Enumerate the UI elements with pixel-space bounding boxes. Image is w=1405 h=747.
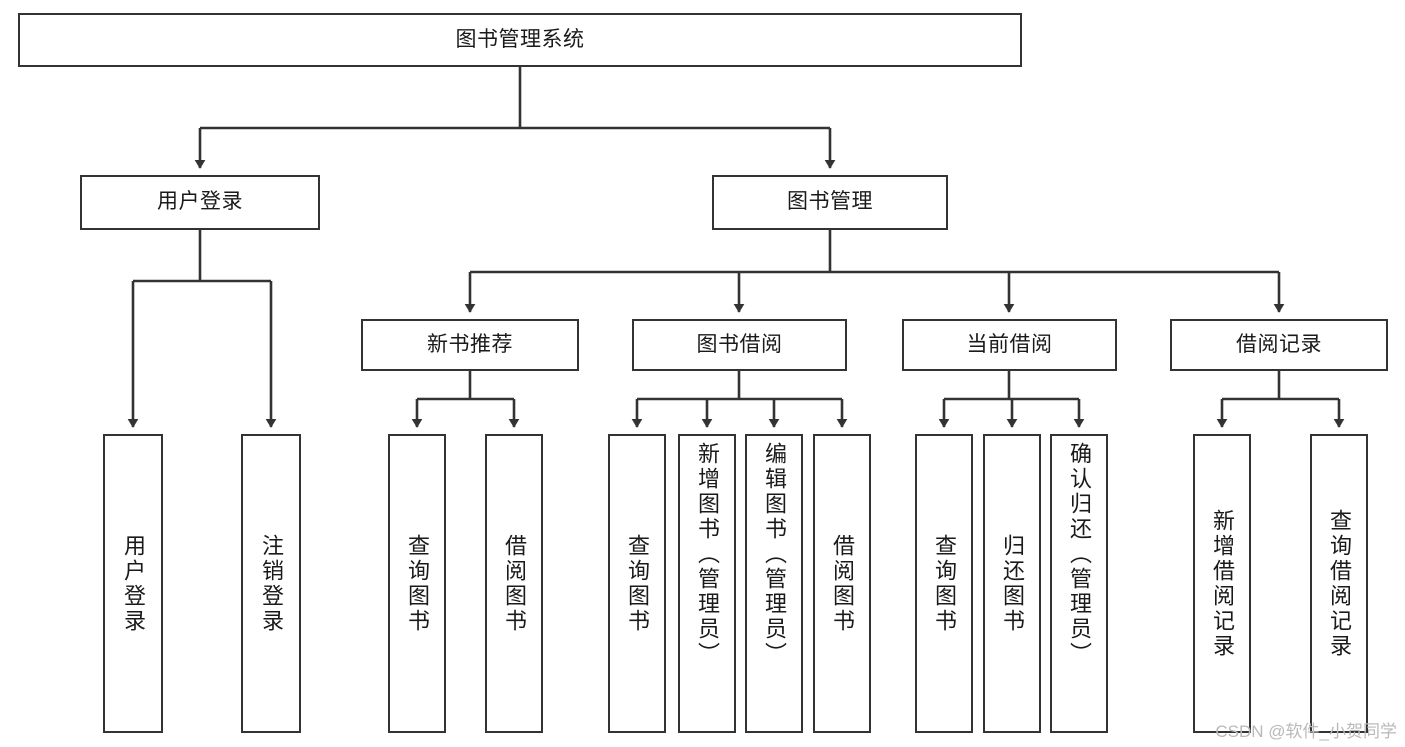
node-leaf-query-record[interactable]: 查询借阅记录: [1310, 434, 1368, 733]
edge-group-borrow-record: [1216, 371, 1345, 428]
node-leaf-return-book[interactable]: 归还图书: [983, 434, 1041, 733]
node-book-manage-label: 图书管理: [787, 190, 873, 214]
csdn-watermark: CSDN @软件_小贺同学: [1215, 722, 1397, 741]
node-leaf-add-record[interactable]: 新增借阅记录: [1193, 434, 1251, 733]
node-new-book-rec[interactable]: 新书推荐: [361, 319, 579, 371]
node-current-borrow-label: 当前借阅: [966, 332, 1053, 356]
edge-group-root: [194, 67, 836, 169]
node-leaf-confirm-return[interactable]: 确认归还（管理员）: [1050, 434, 1108, 733]
node-leaf-borrow-book-2[interactable]: 借阅图书: [813, 434, 871, 733]
node-user-login[interactable]: 用户登录: [80, 175, 320, 230]
node-leaf-query-book-2-label: 查询图书: [625, 533, 650, 634]
node-leaf-borrow-book-1[interactable]: 借阅图书: [485, 434, 543, 733]
node-leaf-query-book-1[interactable]: 查询图书: [388, 434, 446, 733]
node-leaf-add-record-label: 新增借阅记录: [1210, 508, 1235, 659]
node-leaf-confirm-return-label: 确认归还（管理员）: [1067, 442, 1092, 667]
node-leaf-borrow-book-2-label: 借阅图书: [830, 533, 855, 634]
node-leaf-return-book-label: 归还图书: [1000, 533, 1025, 634]
node-leaf-query-book-3-label: 查询图书: [932, 533, 957, 634]
node-leaf-query-book-2[interactable]: 查询图书: [608, 434, 666, 733]
edge-group-book-manage: [464, 230, 1285, 313]
node-borrow-record-label: 借阅记录: [1236, 332, 1322, 356]
edge-group-current-borrow: [938, 371, 1085, 428]
node-leaf-borrow-book-1-label: 借阅图书: [502, 533, 527, 634]
node-book-borrow-label: 图书借阅: [696, 332, 783, 356]
node-leaf-user-login-label: 用户登录: [121, 533, 146, 634]
node-user-login-label: 用户登录: [157, 190, 243, 214]
node-book-borrow[interactable]: 图书借阅: [632, 319, 847, 371]
node-root[interactable]: 图书管理系统: [18, 13, 1022, 67]
node-root-label: 图书管理系统: [455, 27, 585, 51]
node-leaf-logout[interactable]: 注销登录: [241, 434, 301, 733]
node-current-borrow[interactable]: 当前借阅: [902, 319, 1117, 371]
node-leaf-edit-book[interactable]: 编辑图书（管理员）: [745, 434, 803, 733]
node-leaf-add-book-label: 新增图书（管理员）: [695, 442, 720, 667]
node-leaf-query-book-1-label: 查询图书: [405, 533, 430, 634]
edge-group-new-book-rec: [411, 371, 520, 428]
node-leaf-edit-book-label: 编辑图书（管理员）: [762, 442, 787, 667]
edge-group-user-login: [127, 230, 277, 428]
node-leaf-user-login[interactable]: 用户登录: [103, 434, 163, 733]
node-borrow-record[interactable]: 借阅记录: [1170, 319, 1388, 371]
node-leaf-add-book[interactable]: 新增图书（管理员）: [678, 434, 736, 733]
node-leaf-logout-label: 注销登录: [259, 533, 284, 634]
edge-group-book-borrow: [631, 371, 848, 428]
node-leaf-query-book-3[interactable]: 查询图书: [915, 434, 973, 733]
node-leaf-query-record-label: 查询借阅记录: [1327, 508, 1352, 659]
node-book-manage[interactable]: 图书管理: [712, 175, 948, 230]
node-new-book-rec-label: 新书推荐: [427, 332, 513, 356]
